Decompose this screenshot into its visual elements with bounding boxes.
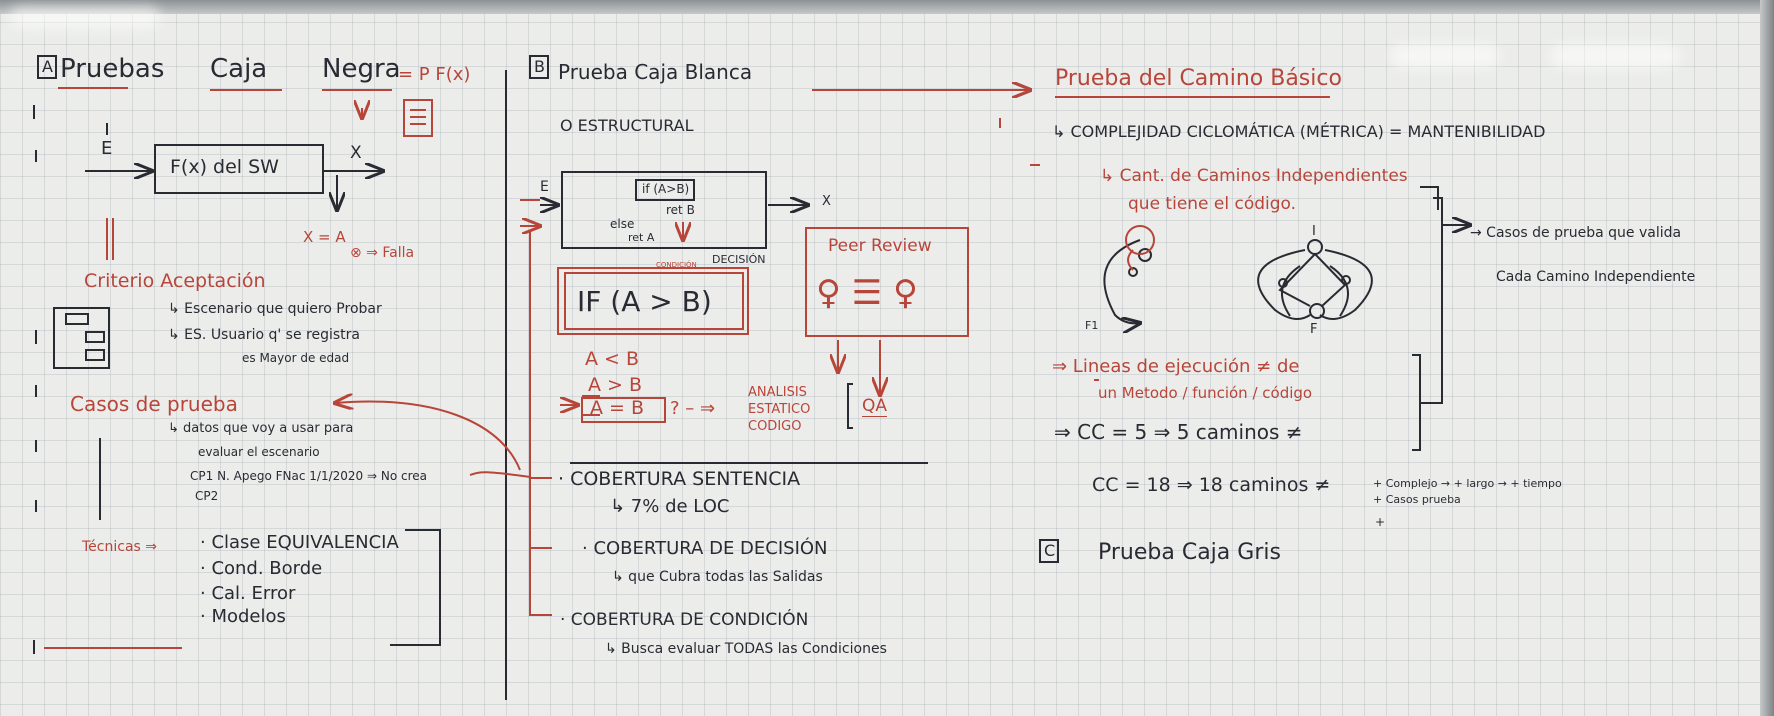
code-line-ret-b: ret B: [666, 203, 695, 217]
complexity-note-3: +: [1375, 515, 1386, 529]
section-a-title-caja: Caja: [210, 54, 268, 84]
black-box-result: X = A: [303, 228, 346, 246]
technique-models: · Modelos: [200, 606, 286, 627]
coverage-sentence: · COBERTURA SENTENCIA: [558, 468, 801, 490]
decision-label: DECISIÓN: [712, 253, 766, 266]
static-analysis-3: CODIGO: [748, 419, 802, 434]
basic-path-title: Prueba del Camino Básico: [1055, 66, 1342, 91]
black-box-formula: = P F(x): [398, 64, 471, 85]
execution-lines-1: ⇒ Lineas de ejecución ≠ de: [1052, 356, 1300, 377]
whiteboard-frame-right: [1760, 0, 1774, 716]
peer-review-label: Peer Review: [828, 236, 932, 256]
code-box-output: X: [822, 194, 831, 209]
techniques-label: Técnicas ⇒: [82, 539, 157, 555]
section-b-marker: B: [534, 57, 545, 76]
black-box-fail: ⊗ ⇒ Falla: [350, 245, 415, 261]
graph-label-f: F: [1310, 322, 1318, 337]
section-a-title-negra: Negra: [322, 54, 401, 84]
whiteboard-frame-top: [0, 0, 1774, 14]
static-analysis-1: ANALISIS: [748, 385, 807, 400]
code-box-input: E: [540, 179, 549, 195]
comparison-greater: A > B: [588, 374, 643, 396]
coverage-decision: · COBERTURA DE DECISIÓN: [582, 538, 828, 559]
test-cases-line-1: ↳ datos que voy a usar para: [168, 421, 354, 436]
section-c-title: Prueba Caja Gris: [1098, 540, 1281, 565]
coverage-condition-sub: ↳ Busca evaluar TODAS las Condiciones: [605, 641, 887, 657]
independent-paths-2: que tiene el código.: [1128, 194, 1297, 214]
test-case-validates-2: Cada Camino Independiente: [1496, 269, 1696, 285]
section-c-marker: C: [1044, 541, 1056, 560]
test-cases-line-2: evaluar el escenario: [198, 445, 320, 459]
technique-boundary: · Cond. Borde: [200, 558, 323, 579]
graph-label-i: I: [1312, 224, 1316, 239]
black-box-output-label: X: [350, 143, 362, 163]
light-reflection: [10, 6, 160, 28]
section-b-subtitle: O ESTRUCTURAL: [560, 116, 694, 135]
section-a-marker: A: [42, 57, 53, 76]
coverage-decision-sub: ↳ que Cubra todas las Salidas: [612, 569, 823, 585]
graph-label-f1: F1: [1085, 319, 1099, 332]
black-box-input-label: E: [101, 138, 113, 159]
light-reflection: [1550, 44, 1680, 68]
criteria-line-2: ↳ ES. Usuario q' se registra: [168, 327, 360, 343]
complexity-note-2: + Casos prueba: [1373, 493, 1461, 506]
code-line-else: else: [610, 217, 635, 231]
test-cases-line-4: CP2: [195, 489, 219, 503]
black-box-function: F(x) del SW: [170, 156, 279, 178]
coverage-condition: · COBERTURA DE CONDICIÓN: [560, 610, 809, 630]
section-b-title: Prueba Caja Blanca: [558, 60, 753, 84]
execution-lines-2: un Metodo / función / código: [1098, 384, 1313, 402]
test-case-validates-1: → Casos de prueba que valida: [1470, 225, 1682, 241]
section-a-title-pruebas: Pruebas: [60, 54, 165, 84]
arrow-to-analysis: ? – ⇒: [670, 398, 716, 419]
comparison-equal: A = B: [590, 397, 645, 419]
independent-paths-1: ↳ Cant. de Caminos Independientes: [1100, 166, 1408, 186]
static-analysis-2: ESTATICO: [748, 402, 811, 417]
complexity-note-1: + Complejo → + largo → + tiempo: [1373, 477, 1562, 490]
criteria-title: Criterio Aceptación: [84, 270, 266, 292]
technique-error: · Cal. Error: [200, 583, 296, 604]
cc-equals-18: CC = 18 ⇒ 18 caminos ≠: [1092, 474, 1331, 496]
light-reflection: [1390, 44, 1500, 68]
code-line-if: if (A>B): [642, 182, 690, 196]
qa-label: QA: [862, 396, 888, 416]
technique-equivalence: · Clase EQUIVALENCIA: [200, 532, 399, 553]
criteria-line-1: ↳ Escenario que quiero Probar: [168, 301, 382, 317]
comparison-less: A < B: [585, 348, 640, 370]
cc-equals-5: ⇒ CC = 5 ⇒ 5 caminos ≠: [1054, 420, 1303, 444]
test-cases-line-3: CP1 N. Apego FNac 1/1/2020 ⇒ No crea: [190, 469, 428, 483]
if-statement: IF (A > B): [577, 285, 712, 318]
peer-review-icons: ♀ ☰ ♀: [816, 273, 918, 313]
cyclomatic-complexity: ↳ COMPLEJIDAD CICLOMÁTICA (MÉTRICA) = MA…: [1052, 122, 1546, 141]
code-line-ret-a: ret A: [628, 231, 655, 244]
test-cases-title: Casos de prueba: [70, 392, 238, 416]
condition-label: CONDICIÓN: [656, 261, 697, 269]
coverage-sentence-sub: ↳ 7% de LOC: [610, 496, 730, 517]
criteria-line-3: es Mayor de edad: [242, 351, 350, 365]
